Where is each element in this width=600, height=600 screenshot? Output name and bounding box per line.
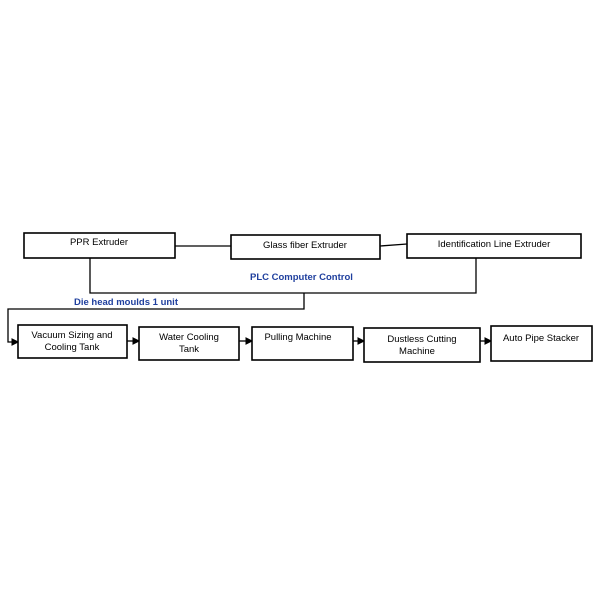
dustless-cutting-label-line1: Dustless Cutting [387,334,456,345]
auto-pipe-stacker-label: Auto Pipe Stacker [503,333,579,344]
ppr-extruder-label: PPR Extruder [70,237,128,248]
connector-glass-ident [379,243,408,247]
water-cooling-label-line1: Water Cooling [159,332,219,343]
water-cooling-box: Water Cooling Tank [138,326,240,361]
die-head-label: Die head moulds 1 unit [74,297,179,308]
pulling-machine-label: Pulling Machine [264,332,331,343]
glass-fiber-extruder-box: Glass fiber Extruder [230,234,381,260]
ppr-extruder-box: PPR Extruder [23,232,176,259]
connectors [7,243,493,346]
water-cooling-label-line2: Tank [179,344,199,355]
connector-control-bus [89,258,477,294]
auto-pipe-stacker-box: Auto Pipe Stacker [490,325,593,362]
pulling-machine-box: Pulling Machine [251,326,354,361]
vacuum-sizing-label-line2: Cooling Tank [45,342,100,353]
glass-fiber-extruder-label: Glass fiber Extruder [263,240,347,251]
vacuum-sizing-label-line1: Vacuum Sizing and [31,330,112,341]
identification-line-extruder-box: Identification Line Extruder [406,233,582,259]
vacuum-sizing-box: Vacuum Sizing and Cooling Tank [17,324,128,359]
connector-die-head [7,293,305,346]
plc-control-label: PLC Computer Control [250,272,353,283]
identification-line-extruder-label: Identification Line Extruder [438,239,550,250]
dustless-cutting-box: Dustless Cutting Machine [363,327,481,363]
dustless-cutting-label-line2: Machine [399,346,435,357]
